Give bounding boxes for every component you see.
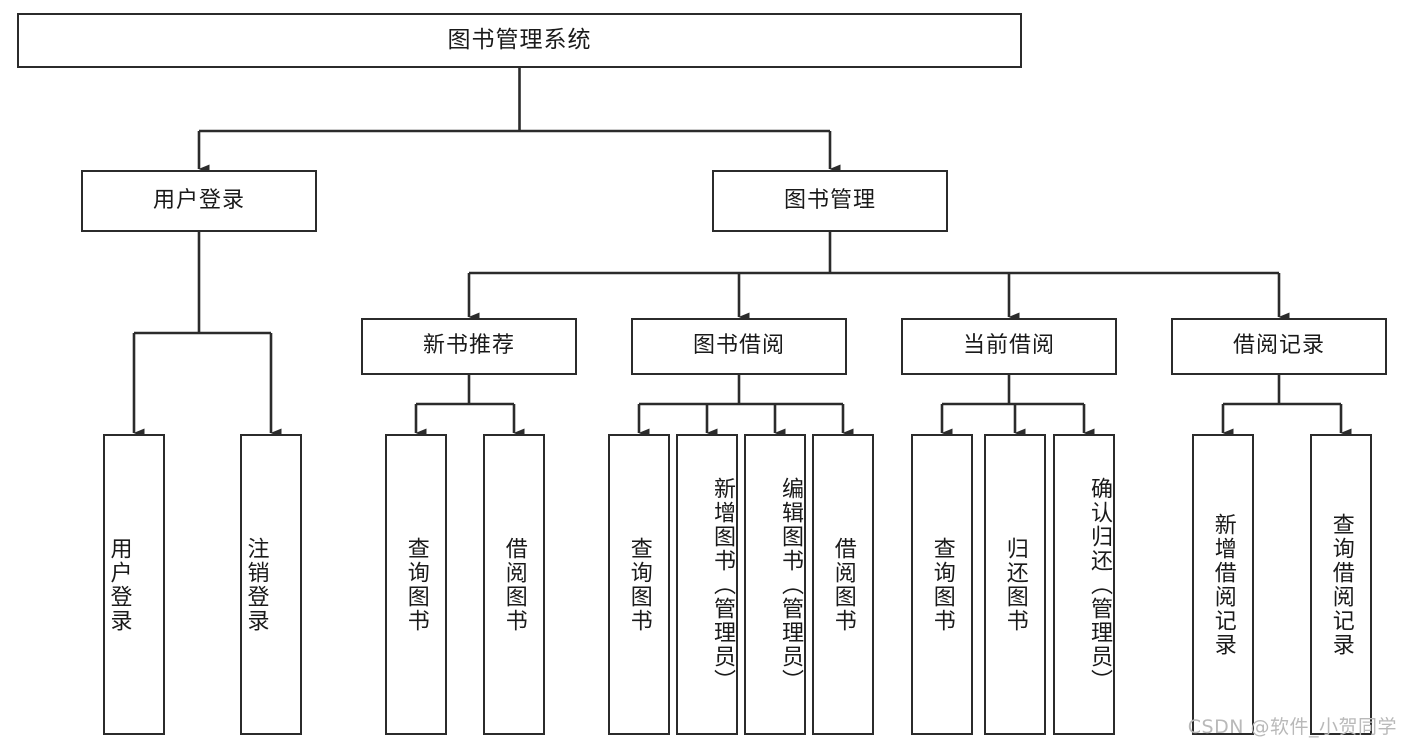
node-label: 用户登录 [106, 536, 132, 633]
node-label: 新增借阅记录 [1210, 512, 1236, 657]
node-leaf-edit-book-admin[interactable]: 编辑图书（管理员） [744, 434, 806, 735]
node-borrow-record[interactable]: 借阅记录 [1171, 318, 1387, 375]
node-leaf-borrow-book-2[interactable]: 借阅图书 [812, 434, 874, 735]
node-label: 图书管理 [783, 187, 876, 213]
node-label: 图书借阅 [692, 333, 785, 359]
node-label: 借阅图书 [501, 536, 527, 633]
node-root-system[interactable]: 图书管理系统 [17, 13, 1022, 68]
node-user-login[interactable]: 用户登录 [81, 170, 317, 232]
node-leaf-user-logout[interactable]: 注销登录 [240, 434, 302, 735]
node-leaf-return-book[interactable]: 归还图书 [984, 434, 1046, 735]
node-label: 借阅记录 [1232, 333, 1325, 359]
node-leaf-query-book-1[interactable]: 查询图书 [385, 434, 447, 735]
node-book-borrow[interactable]: 图书借阅 [631, 318, 847, 375]
node-label: 归还图书 [1002, 536, 1028, 633]
node-label: 查询图书 [626, 536, 652, 633]
node-leaf-user-login[interactable]: 用户登录 [103, 434, 165, 735]
node-leaf-add-book-admin[interactable]: 新增图书（管理员） [676, 434, 738, 735]
node-leaf-query-book-3[interactable]: 查询图书 [911, 434, 973, 735]
node-leaf-query-borrow-record[interactable]: 查询借阅记录 [1310, 434, 1372, 735]
node-leaf-confirm-return-admin[interactable]: 确认归还（管理员） [1053, 434, 1115, 735]
node-label: 图书管理系统 [447, 26, 592, 53]
node-new-book-recommend[interactable]: 新书推荐 [361, 318, 577, 375]
node-label: 编辑图书（管理员） [778, 476, 803, 693]
node-current-borrow[interactable]: 当前借阅 [901, 318, 1117, 375]
node-label: 确认归还（管理员） [1087, 476, 1112, 693]
node-label: 注销登录 [243, 536, 269, 633]
node-label: 借阅图书 [830, 536, 856, 633]
node-label: 查询图书 [929, 536, 955, 633]
node-book-manage[interactable]: 图书管理 [712, 170, 948, 232]
node-leaf-query-book-2[interactable]: 查询图书 [608, 434, 670, 735]
node-label: 查询借阅记录 [1328, 512, 1354, 657]
node-label: 查询图书 [403, 536, 429, 633]
node-label: 新书推荐 [422, 333, 515, 359]
node-label: 新增图书（管理员） [710, 476, 735, 693]
node-label: 用户登录 [152, 187, 245, 213]
node-leaf-add-borrow-record[interactable]: 新增借阅记录 [1192, 434, 1254, 735]
node-leaf-borrow-book-1[interactable]: 借阅图书 [483, 434, 545, 735]
node-label: 当前借阅 [962, 333, 1055, 359]
